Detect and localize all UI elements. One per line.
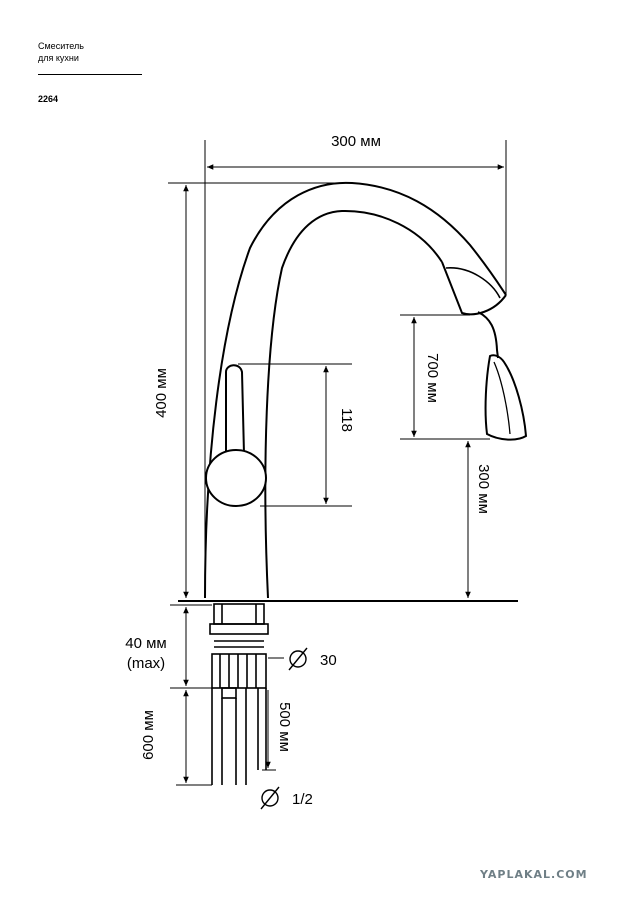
title-line-2: для кухни [38, 53, 79, 63]
counter-thickness-note: (max) [127, 655, 165, 672]
mounting-shank [209, 603, 269, 689]
width-label: 300 мм [331, 133, 381, 150]
total-height-label: 400 мм [153, 368, 170, 418]
header-divider [38, 74, 142, 75]
diameter-icon [260, 786, 280, 810]
hole-diameter-label: 30 [320, 652, 337, 669]
watermark: YAPLAKAL.COM [480, 868, 588, 881]
pullout-hose-label: 700 мм [424, 353, 441, 403]
title-line-1: Смеситель [38, 41, 84, 51]
supply-hose-long-label: 600 мм [140, 710, 157, 760]
spray-head [477, 311, 528, 441]
supply-hoses [211, 687, 267, 785]
lever-handle [205, 364, 267, 507]
supply-hose-short-label: 500 мм [276, 702, 293, 752]
counter-thickness-label: 40 мм [125, 635, 166, 652]
dimension-lines [168, 140, 507, 786]
document-title: Смеситель для кухни [38, 40, 148, 64]
model-number: 2264 [38, 94, 59, 104]
diameter-icon [288, 647, 308, 671]
thread-size-label: 1/2 [292, 791, 313, 808]
handle-span-label: 118 [338, 408, 355, 432]
spout-clearance-label: 300 мм [475, 464, 492, 514]
faucet-outline [204, 181, 507, 599]
